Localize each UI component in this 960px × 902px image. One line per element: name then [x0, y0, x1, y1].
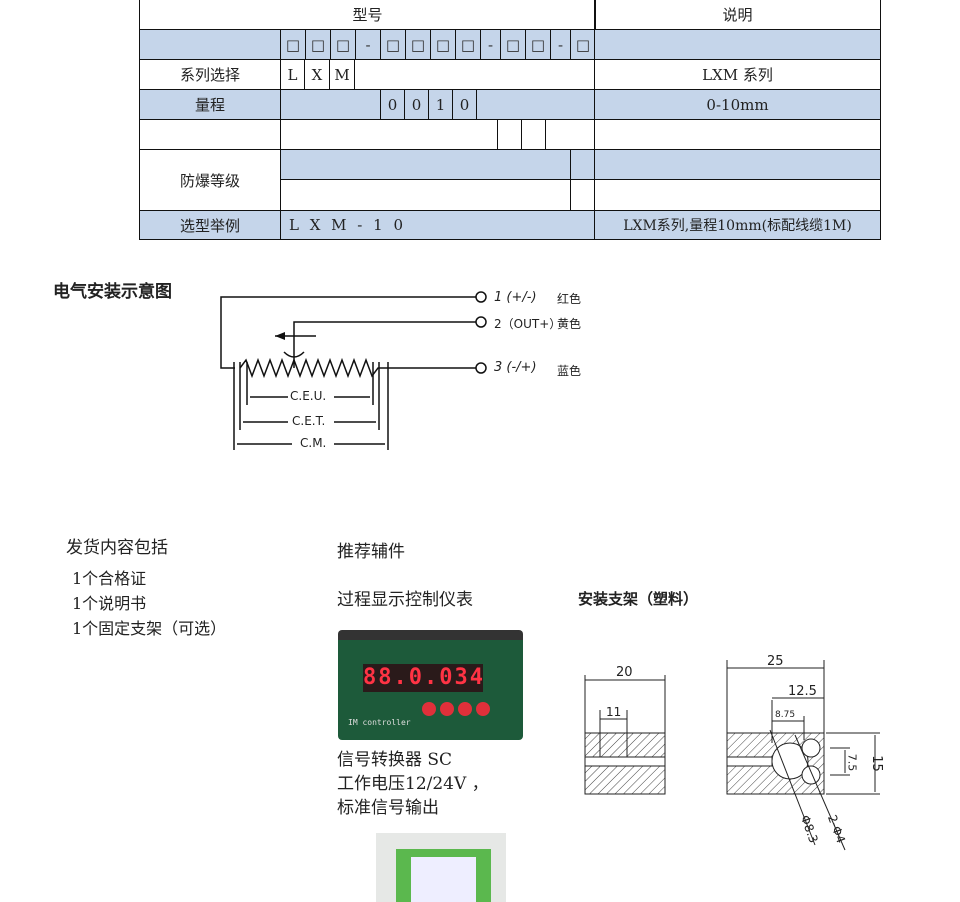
- pin-3-color: 蓝色: [557, 364, 582, 378]
- example-code: L X M - 1 0: [280, 210, 595, 240]
- code-slot: □: [305, 29, 331, 60]
- shipping-item: 1个固定支架（可选）: [72, 619, 227, 638]
- range-desc: 0-10mm: [594, 89, 881, 120]
- shipping-item: 1个合格证: [72, 569, 147, 588]
- code-slot: □: [405, 29, 431, 60]
- cell: [594, 29, 881, 60]
- shipping-title: 发货内容包括: [66, 538, 168, 558]
- range-code: 0: [380, 89, 405, 120]
- dim-11: 11: [606, 705, 622, 719]
- accessories-title: 推荐辅件: [337, 542, 405, 562]
- pin-1: 1 (+/-): [494, 290, 537, 305]
- code-slot: □: [430, 29, 456, 60]
- cell: [139, 29, 281, 60]
- shipping-item: 1个说明书: [72, 594, 147, 613]
- dim-25: 25: [767, 654, 784, 669]
- pin-2: 2（OUT+）: [494, 317, 562, 331]
- code-slot: □: [380, 29, 406, 60]
- display-title: 过程显示控制仪表: [337, 590, 473, 610]
- converter-line: 信号转换器 SC: [337, 750, 453, 770]
- code-slot: □: [525, 29, 551, 60]
- dim-20: 20: [616, 665, 633, 680]
- display-meter-image: 88.0.034 IM controller: [338, 630, 523, 740]
- converter-image: [376, 833, 506, 902]
- wiring-title: 电气安装示意图: [53, 282, 172, 302]
- converter-line: 工作电压12/24V ，: [337, 774, 489, 794]
- example-desc: LXM系列,量程10mm(标配线缆1M): [594, 210, 881, 240]
- code-slot: □: [330, 29, 356, 60]
- dim-ceu: C.E.U.: [290, 389, 327, 403]
- display-buttons: [422, 702, 490, 716]
- dim-12-5: 12.5: [788, 684, 817, 699]
- display-brand: IM controller: [348, 718, 411, 727]
- dim-cet: C.E.T.: [292, 414, 326, 428]
- dim-8-75: 8.75: [775, 710, 796, 720]
- dim-cm: C.M.: [300, 436, 327, 450]
- example-label: 选型举例: [139, 210, 281, 240]
- range-code: 0: [404, 89, 429, 120]
- cell: [594, 149, 881, 180]
- pin-1-color: 红色: [557, 292, 582, 306]
- dim-15: 15: [868, 755, 884, 772]
- code-slot: □: [570, 29, 596, 60]
- converter-line: 标准信号输出: [337, 798, 439, 818]
- dim-7-5: 7.5: [845, 753, 859, 772]
- pin-3: 3 (-/+): [494, 360, 537, 375]
- wiring-diagram: [220, 291, 487, 450]
- display-readout: 88.0.034: [363, 664, 485, 692]
- code-slot: -: [355, 29, 381, 60]
- pin-2-color: 黄色: [557, 317, 582, 331]
- bracket-title: 安装支架（塑料）: [578, 590, 699, 608]
